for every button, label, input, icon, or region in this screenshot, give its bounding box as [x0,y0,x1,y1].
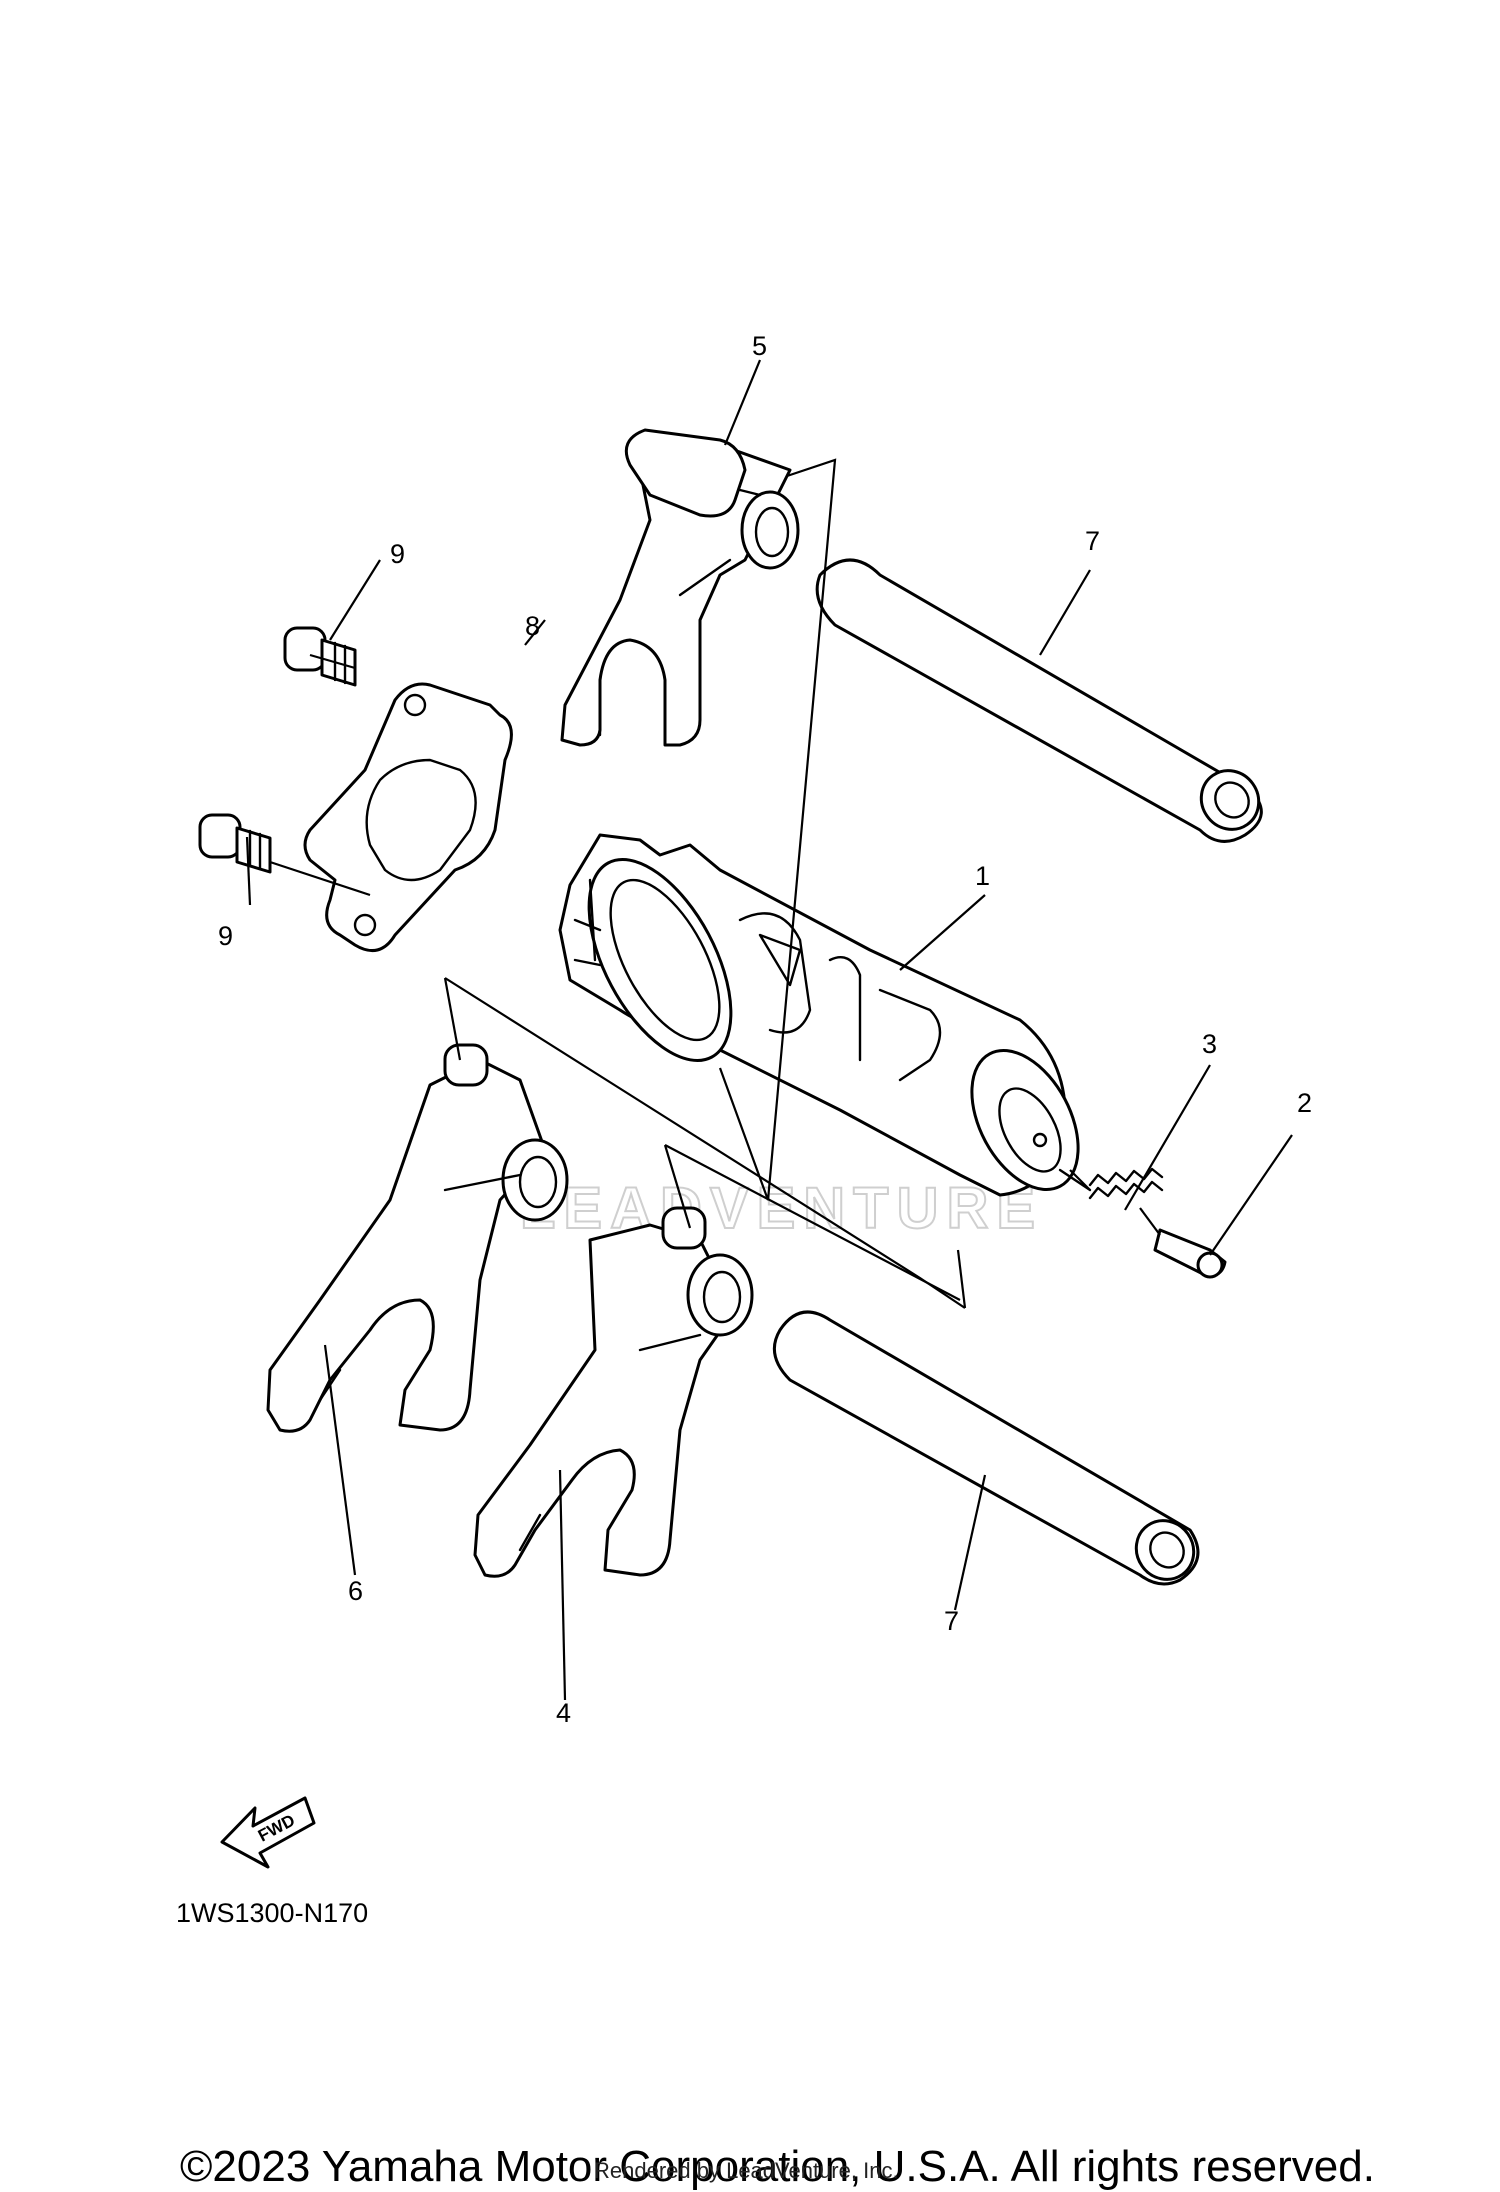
assembly-lines [269,458,1161,1309]
shift-fork-left[interactable] [266,1043,569,1433]
callout-5: 5 [752,331,767,361]
callout-9-lower: 9 [218,921,233,951]
bolt-lower[interactable] [198,813,272,874]
watermark-text: LEADVENTURE [520,1176,1043,1241]
shift-fork-center[interactable] [473,1206,754,1578]
callout-3: 3 [1202,1029,1217,1059]
callout-7-upper: 7 [1085,526,1100,556]
fwd-arrow-icon: FWD [220,1796,316,1869]
callout-leaders [245,359,1293,1701]
fork-shaft-upper[interactable] [815,558,1270,843]
callout-8: 8 [525,611,540,641]
retainer-plate[interactable] [303,682,513,953]
bolt-upper[interactable] [283,626,357,687]
diagram-code: 1WS1300-N170 [176,1898,369,1928]
shift-fork-top[interactable] [560,428,800,747]
shift-drum[interactable] [558,833,1100,1207]
fork-shaft-lower[interactable] [772,1310,1205,1591]
callout-6: 6 [348,1576,363,1606]
callout-9-upper: 9 [390,539,405,569]
callout-4: 4 [556,1698,571,1728]
callout-2: 2 [1297,1088,1312,1118]
callout-labels: 5 7 9 8 9 1 3 2 6 7 4 [218,331,1312,1728]
detent-pin[interactable] [1153,1228,1227,1279]
detent-spring[interactable] [1058,1167,1164,1200]
rendered-by-notice: Rendered by LeadVenture, Inc. [594,2158,899,2183]
callout-1: 1 [975,861,990,891]
callout-7-lower: 7 [944,1606,959,1636]
